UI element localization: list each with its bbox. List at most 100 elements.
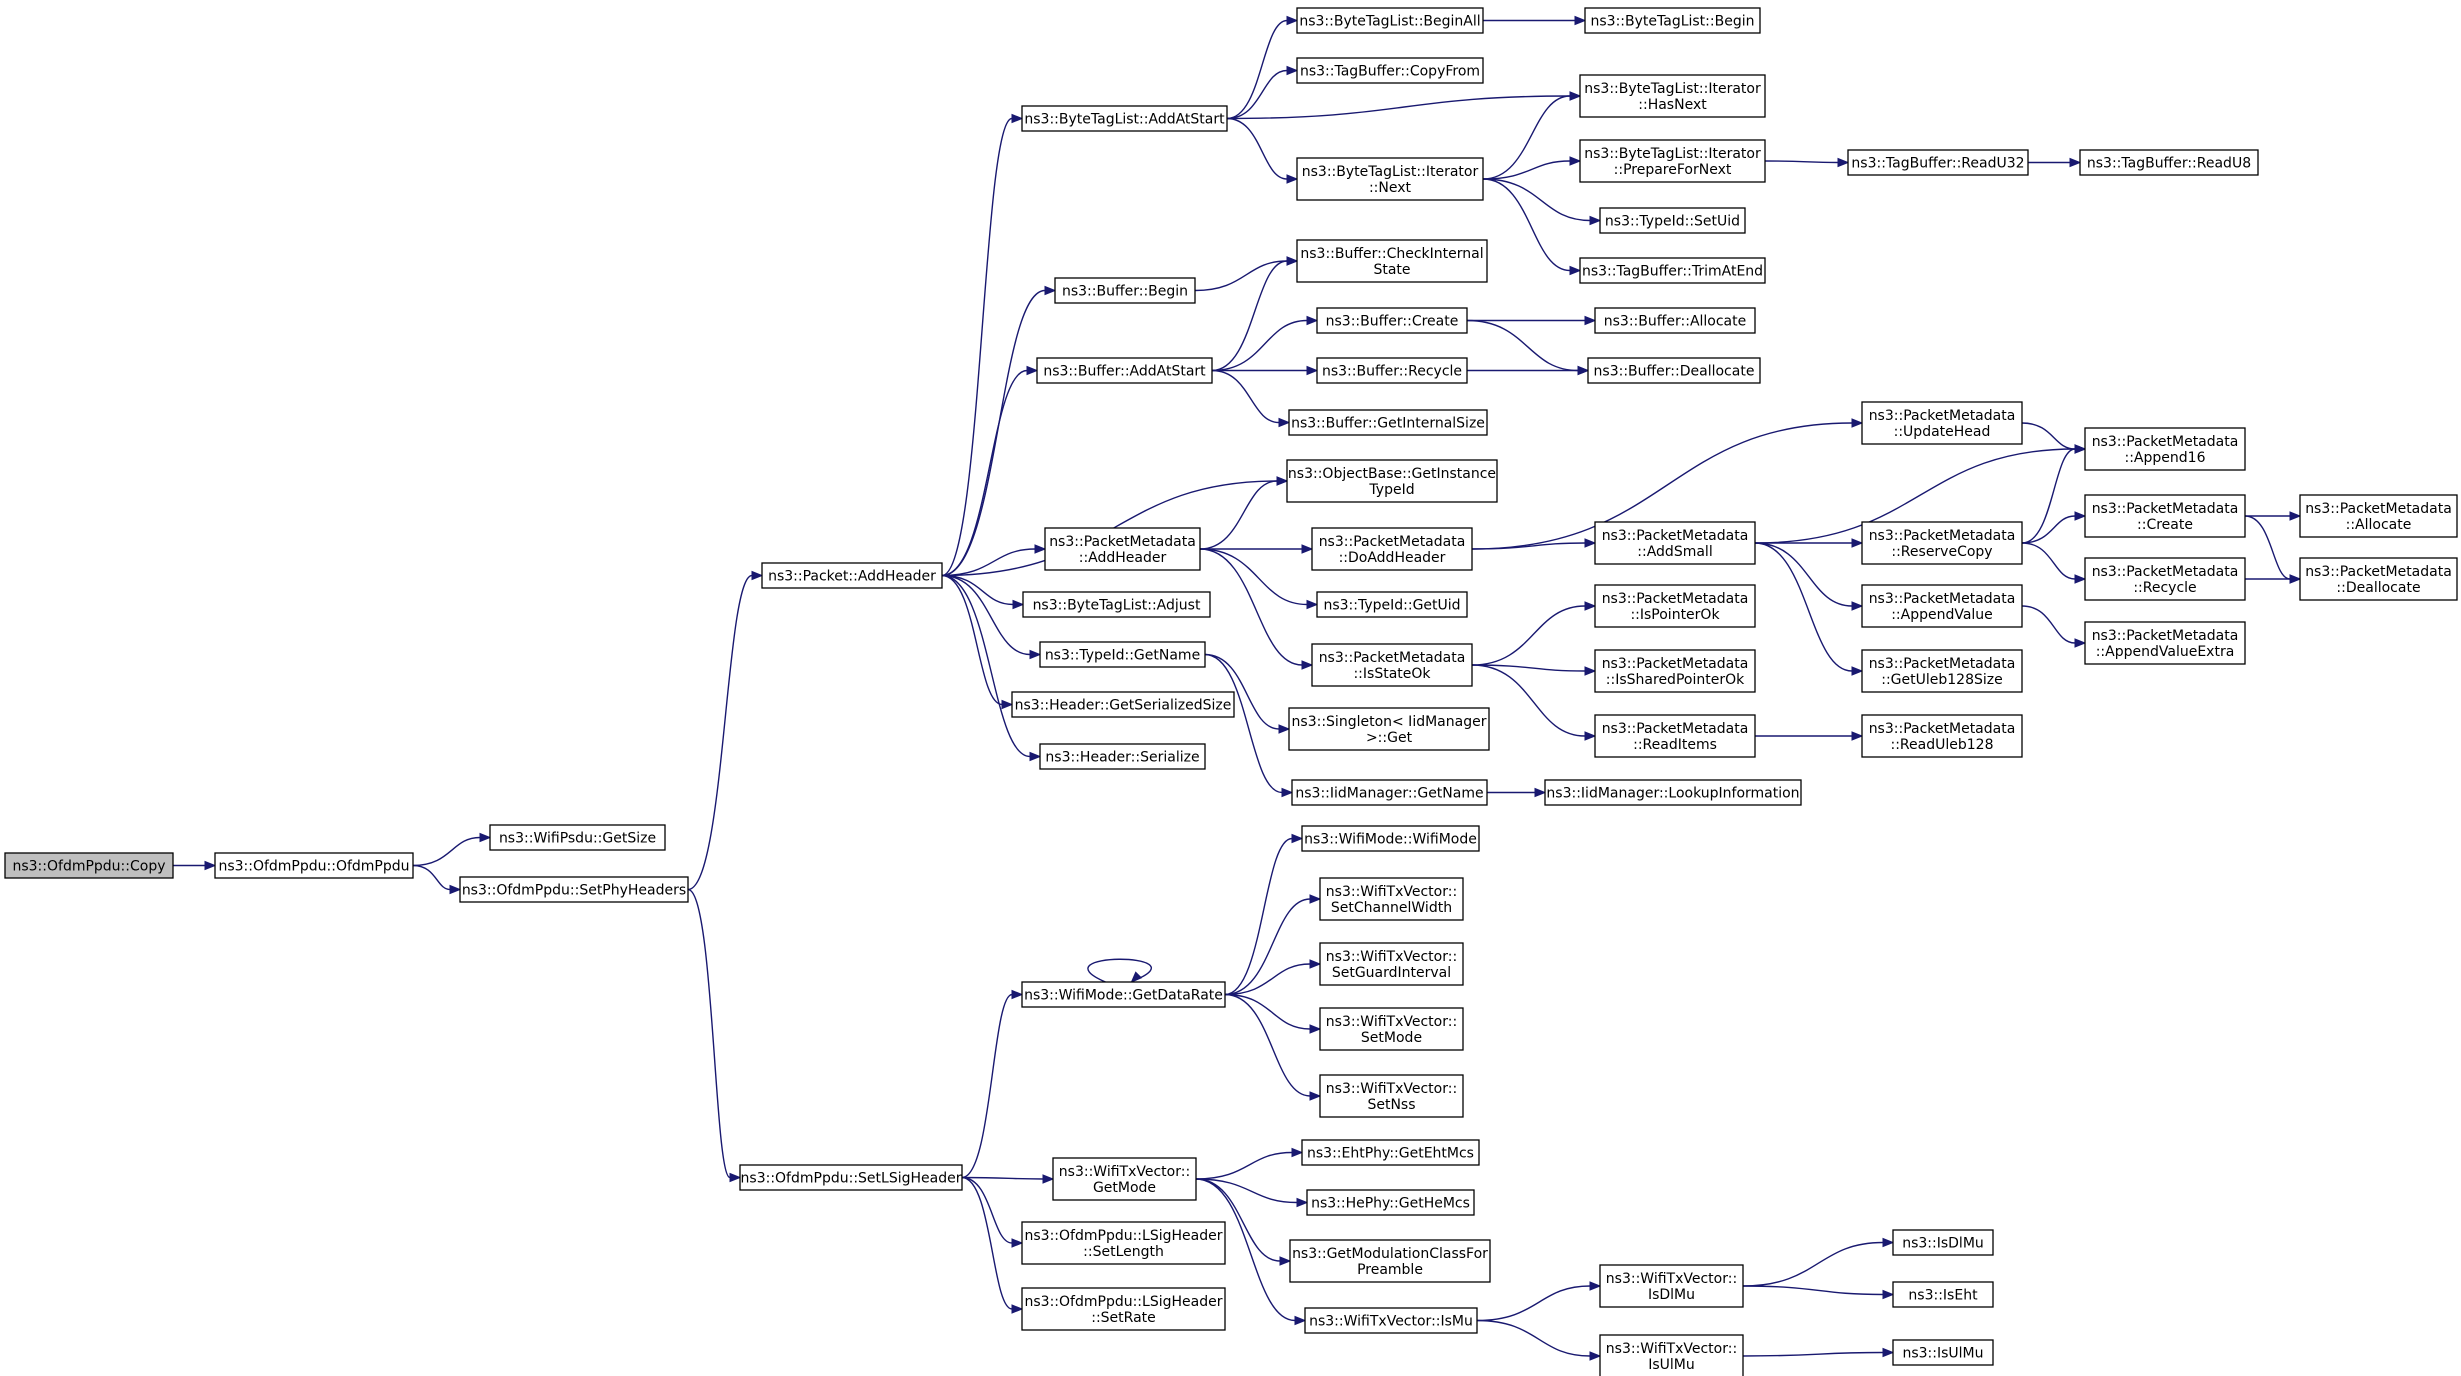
node-label: ::UpdateHead bbox=[1894, 424, 1991, 440]
arrowhead bbox=[1278, 724, 1291, 734]
graph-node[interactable]: ns3::ByteTagList::Begin bbox=[1584, 7, 1761, 34]
node-label: ::IsStateOk bbox=[1353, 666, 1431, 682]
graph-node[interactable]: ns3::HePhy::GetHeMcs bbox=[1306, 1189, 1475, 1216]
graph-node[interactable]: ns3::IsDlMu bbox=[1892, 1229, 1994, 1256]
graph-node[interactable]: ns3::PacketMetadata::ReadUleb128 bbox=[1861, 714, 2023, 758]
graph-node[interactable]: ns3::PacketMetadata::ReserveCopy bbox=[1861, 521, 2023, 565]
call-edge bbox=[1487, 787, 1547, 798]
graph-node[interactable]: ns3::PacketMetadata::UpdateHead bbox=[1861, 401, 2023, 445]
graph-node[interactable]: ns3::Singleton< IidManager >::Get bbox=[1288, 707, 1490, 751]
graph-node[interactable]: ns3::WifiTxVector::SetChannelWidth bbox=[1319, 877, 1464, 921]
arrowhead bbox=[1589, 215, 1602, 226]
graph-node[interactable]: ns3::ByteTagList::Iterator::HasNext bbox=[1579, 74, 1766, 118]
graph-node[interactable]: ns3::TagBuffer::ReadU32 bbox=[1847, 149, 2029, 176]
graph-node[interactable]: ns3::PacketMetadata::ReadItems bbox=[1594, 714, 1756, 758]
graph-node[interactable]: ns3::PacketMetadata::IsStateOk bbox=[1311, 643, 1473, 687]
graph-node[interactable]: ns3::IidManager::GetName bbox=[1291, 779, 1488, 806]
graph-node[interactable]: ns3::WifiTxVector::IsDlMu bbox=[1599, 1264, 1744, 1308]
graph-node[interactable]: ns3::OfdmPpdu::SetPhyHeaders bbox=[459, 876, 689, 903]
node-box bbox=[1544, 779, 1802, 806]
edge-line bbox=[687, 574, 753, 891]
graph-node[interactable]: ns3::IsEht bbox=[1892, 1281, 1994, 1308]
graph-node[interactable]: ns3::PacketMetadata::DoAddHeader bbox=[1311, 527, 1473, 571]
edge-line bbox=[1754, 448, 2076, 544]
graph-node[interactable]: ns3::TagBuffer::ReadU8 bbox=[2079, 149, 2259, 176]
arrowhead bbox=[1286, 15, 1299, 26]
graph-node[interactable]: ns3::IsUlMu bbox=[1892, 1339, 1994, 1366]
edge-line bbox=[961, 993, 1013, 1179]
graph-node[interactable]: ns3::ByteTagList::Iterator::Next bbox=[1296, 157, 1484, 201]
graph-node[interactable]: ns3::WifiMode::GetDataRate bbox=[1021, 981, 1226, 1008]
node-label: ns3::PacketMetadata bbox=[1869, 408, 2016, 424]
node-label: ::AppendValue bbox=[1891, 607, 1993, 623]
graph-node[interactable]: ns3::Buffer::Allocate bbox=[1594, 307, 1756, 334]
graph-node[interactable]: ns3::PacketMetadata::AddHeader bbox=[1044, 527, 1201, 571]
graph-node[interactable]: ns3::TagBuffer::CopyFrom bbox=[1296, 57, 1484, 84]
graph-node[interactable]: ns3::Packet::AddHeader bbox=[761, 562, 943, 589]
node-box bbox=[1296, 7, 1484, 34]
graph-node[interactable]: ns3::ByteTagList::AddAtStart bbox=[1021, 105, 1228, 132]
graph-node[interactable]: ns3::PacketMetadata::IsPointerOk bbox=[1594, 584, 1756, 628]
graph-node[interactable]: ns3::Buffer::Begin bbox=[1054, 277, 1196, 304]
graph-node[interactable]: ns3::PacketMetadata::AppendValueExtra bbox=[2084, 621, 2246, 665]
graph-node[interactable]: ns3::PacketMetadata::Allocate bbox=[2299, 494, 2458, 538]
node-label: IsUlMu bbox=[1648, 1357, 1695, 1373]
graph-node[interactable]: ns3::Buffer::Create bbox=[1316, 307, 1468, 334]
graph-node[interactable]: ns3::PacketMetadata::IsSharedPointerOk bbox=[1594, 649, 1756, 693]
graph-node[interactable]: ns3::PacketMetadata::Recycle bbox=[2084, 557, 2246, 601]
graph-node[interactable]: ns3::PacketMetadata::AddSmall bbox=[1594, 521, 1756, 565]
node-box bbox=[4, 852, 174, 879]
graph-node[interactable]: ns3::ByteTagList::Adjust bbox=[1022, 591, 1211, 618]
graph-node[interactable]: ns3::Buffer::GetInternalSize bbox=[1288, 409, 1488, 436]
graph-node[interactable]: ns3::PacketMetadata::Create bbox=[2084, 494, 2246, 538]
graph-node[interactable]: ns3::Header::GetSerializedSize bbox=[1011, 691, 1235, 718]
graph-node[interactable]: ns3::WifiMode::WifiMode bbox=[1301, 825, 1480, 852]
graph-node[interactable]: ns3::TypeId::GetName bbox=[1039, 641, 1206, 668]
graph-node[interactable]: ns3::ByteTagList::BeginAll bbox=[1296, 7, 1484, 34]
graph-node[interactable]: ns3::WifiTxVector::GetMode bbox=[1052, 1157, 1197, 1201]
edge-line bbox=[1742, 1241, 1884, 1287]
graph-node[interactable]: ns3::Buffer::Deallocate bbox=[1587, 357, 1761, 384]
edge-line bbox=[941, 574, 1003, 706]
node-label: ::IsPointerOk bbox=[1630, 607, 1720, 623]
node-label: ns3::Header::Serialize bbox=[1045, 750, 1199, 766]
graph-node[interactable]: ns3::WifiPsdu::GetSize bbox=[489, 824, 666, 851]
node-box bbox=[1847, 149, 2029, 176]
graph-node[interactable]: ns3::WifiTxVector::IsMu bbox=[1304, 1307, 1478, 1334]
graph-node[interactable]: ns3::TypeId::GetUid bbox=[1316, 591, 1468, 618]
graph-node[interactable]: ns3::WifiTxVector::SetGuardInterval bbox=[1319, 942, 1464, 986]
graph-node[interactable]: ns3::PacketMetadata::Deallocate bbox=[2299, 557, 2458, 601]
graph-node[interactable]: ns3::PacketMetadata::GetUleb128Size bbox=[1861, 649, 2023, 693]
node-box bbox=[1599, 1264, 1744, 1308]
graph-node[interactable]: ns3::IidManager::LookupInformation bbox=[1544, 779, 1802, 806]
graph-node[interactable]: ns3::Buffer::AddAtStart bbox=[1036, 357, 1213, 384]
graph-node[interactable]: ns3::TagBuffer::TrimAtEnd bbox=[1579, 257, 1766, 284]
node-label: ns3::WifiMode::WifiMode bbox=[1304, 832, 1477, 848]
node-box bbox=[1301, 825, 1480, 852]
node-label: ns3::GetModulationClassFor bbox=[1292, 1246, 1488, 1262]
graph-node[interactable]: ns3::TypeId::SetUid bbox=[1599, 207, 1746, 234]
node-label: ns3::TypeId::SetUid bbox=[1605, 214, 1740, 230]
graph-node[interactable]: ns3::WifiTxVector::SetNss bbox=[1319, 1074, 1464, 1118]
graph-node[interactable]: ns3::PacketMetadata::Append16 bbox=[2084, 427, 2246, 471]
graph-node[interactable]: ns3::WifiTxVector::IsUlMu bbox=[1599, 1334, 1744, 1376]
node-label: ns3::Buffer::Deallocate bbox=[1594, 364, 1755, 380]
graph-node[interactable]: ns3::OfdmPpdu::OfdmPpdu bbox=[214, 852, 414, 879]
graph-node[interactable]: ns3::Header::Serialize bbox=[1039, 743, 1206, 770]
graph-node[interactable]: ns3::OfdmPpdu::LSigHeader::SetRate bbox=[1021, 1287, 1226, 1331]
graph-node[interactable]: ns3::OfdmPpdu::LSigHeader::SetLength bbox=[1021, 1221, 1226, 1265]
node-label: ::IsSharedPointerOk bbox=[1606, 672, 1745, 688]
graph-node[interactable]: ns3::EhtPhy::GetEhtMcs bbox=[1301, 1139, 1480, 1166]
graph-node[interactable]: ns3::WifiTxVector::SetMode bbox=[1319, 1007, 1464, 1051]
graph-node[interactable]: ns3::OfdmPpdu::SetLSigHeader bbox=[739, 1164, 963, 1191]
edge-line bbox=[1224, 993, 1311, 1030]
graph-node[interactable]: ns3::PacketMetadata::AppendValue bbox=[1861, 584, 2023, 628]
node-label: ns3::OfdmPpdu::Copy bbox=[12, 859, 165, 875]
node-label: ns3::WifiTxVector:: bbox=[1059, 1164, 1190, 1180]
graph-node[interactable]: ns3::OfdmPpdu::Copy bbox=[4, 852, 174, 879]
graph-node[interactable]: ns3::ByteTagList::Iterator::PrepareForNe… bbox=[1579, 139, 1766, 183]
graph-node[interactable]: ns3::Buffer::Recycle bbox=[1316, 357, 1468, 384]
